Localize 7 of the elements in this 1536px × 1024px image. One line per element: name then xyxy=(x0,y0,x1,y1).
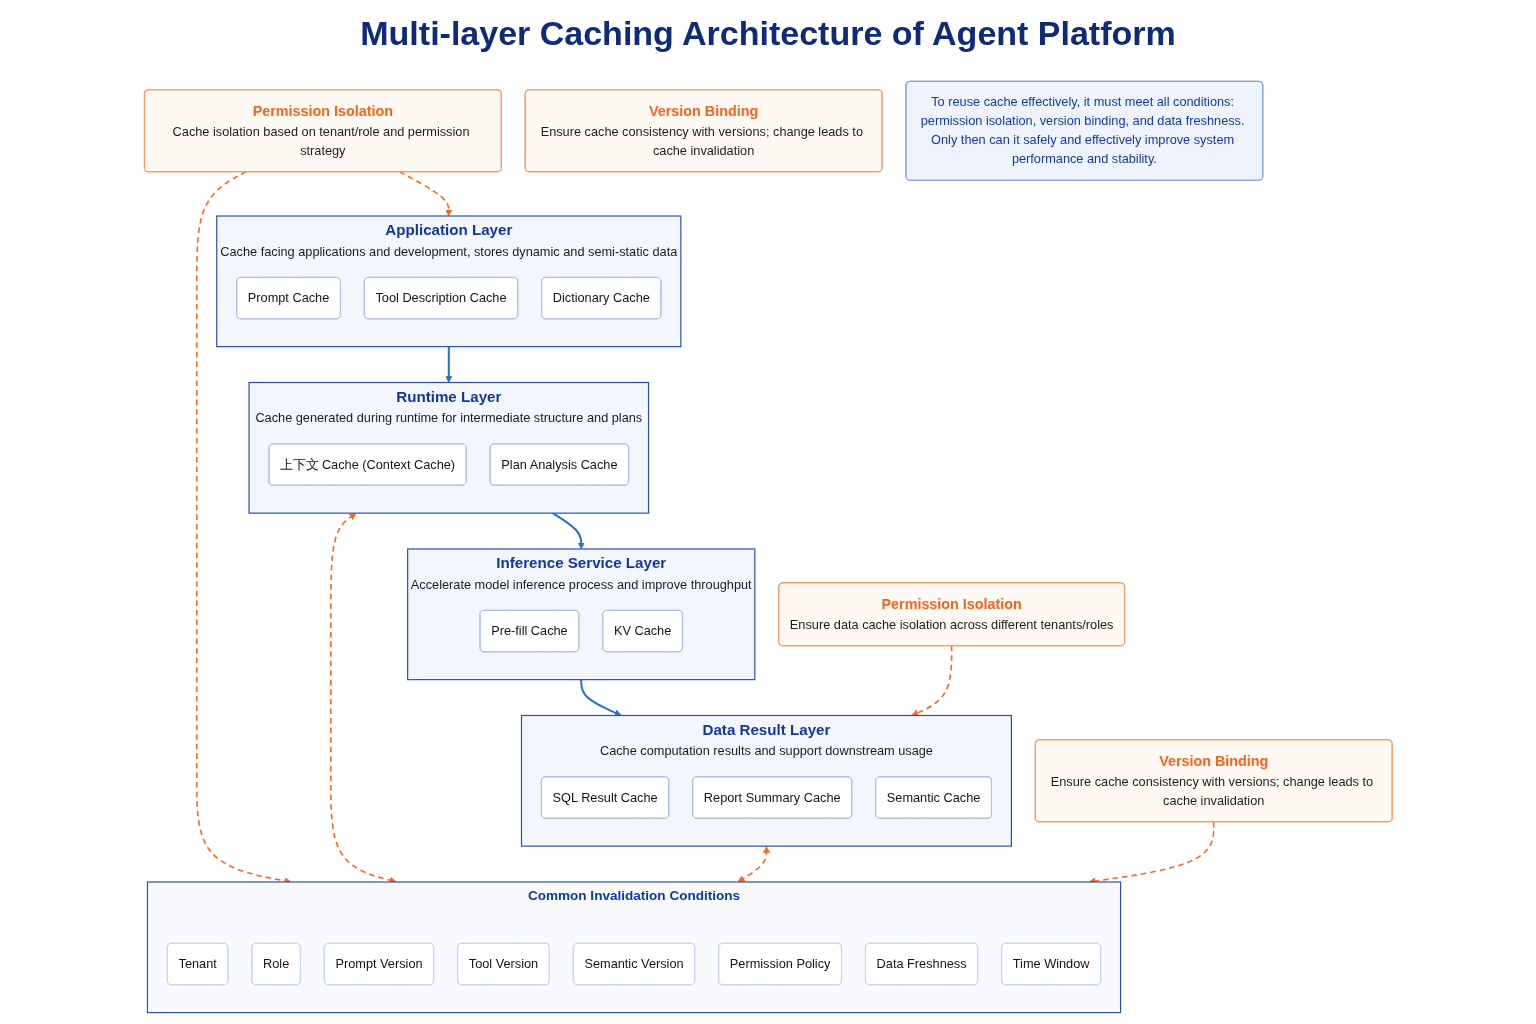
arrow xyxy=(398,171,453,217)
arrow xyxy=(445,346,453,383)
arrow xyxy=(579,679,622,717)
diagram-title: Multi-layer Caching Architecture of Agent Platform xyxy=(359,14,1177,53)
arrow xyxy=(911,645,953,717)
arrow xyxy=(737,846,770,883)
arrow xyxy=(551,512,585,550)
